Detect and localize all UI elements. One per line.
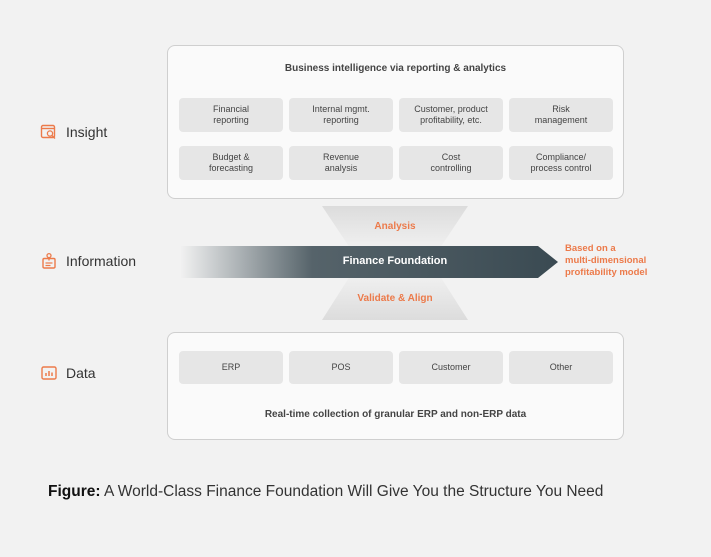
validate-funnel [322, 276, 468, 320]
cell-erp: ERP [179, 351, 283, 384]
layer-insight: Insight [40, 123, 107, 141]
chart-magnifier-icon [40, 123, 58, 141]
data-panel-footer: Real-time collection of granular ERP and… [264, 409, 527, 420]
layer-data: Data [40, 364, 96, 382]
cell-pos: POS [289, 351, 393, 384]
cell-internal-mgmt-reporting: Internal mgmt. reporting [289, 98, 393, 132]
cell-cost-controlling: Cost controlling [399, 146, 503, 180]
document-person-icon [40, 252, 58, 270]
caption-text: A World-Class Finance Foundation Will Gi… [103, 483, 604, 500]
cell-budget-forecasting: Budget & forecasting [179, 146, 283, 180]
cell-financial-reporting: Financial reporting [179, 98, 283, 132]
cell-compliance-process-control: Compliance/ process control [509, 146, 613, 180]
cell-customer: Customer [399, 351, 503, 384]
analysis-label: Analysis [374, 221, 416, 232]
layer-information: Information [40, 252, 136, 270]
data-panel: ERP POS Customer Other Real-time collect… [167, 332, 624, 440]
cell-customer-product-profitability: Customer, product profitability, etc. [399, 98, 503, 132]
layer-information-label: Information [66, 253, 137, 269]
insight-panel: Business intelligence via reporting & an… [167, 45, 624, 199]
finance-foundation-label: Finance Foundation [342, 255, 448, 267]
caption-prefix: Figure: [48, 483, 101, 500]
cell-revenue-analysis: Revenue analysis [289, 146, 393, 180]
layer-insight-label: Insight [66, 124, 108, 140]
analysis-funnel [322, 206, 468, 248]
finance-foundation-arrow [180, 246, 558, 278]
figure-caption: Figure: A World-Class Finance Foundation… [48, 481, 688, 503]
validate-align-label: Validate & Align [357, 293, 433, 304]
cell-risk-management: Risk management [509, 98, 613, 132]
bar-chart-icon [40, 364, 58, 382]
insight-panel-title: Business intelligence via reporting & an… [284, 63, 507, 74]
cell-other: Other [509, 351, 613, 384]
profitability-model-note: Based on a multi-dimensional profitabili… [565, 243, 648, 278]
layer-data-label: Data [66, 365, 96, 381]
